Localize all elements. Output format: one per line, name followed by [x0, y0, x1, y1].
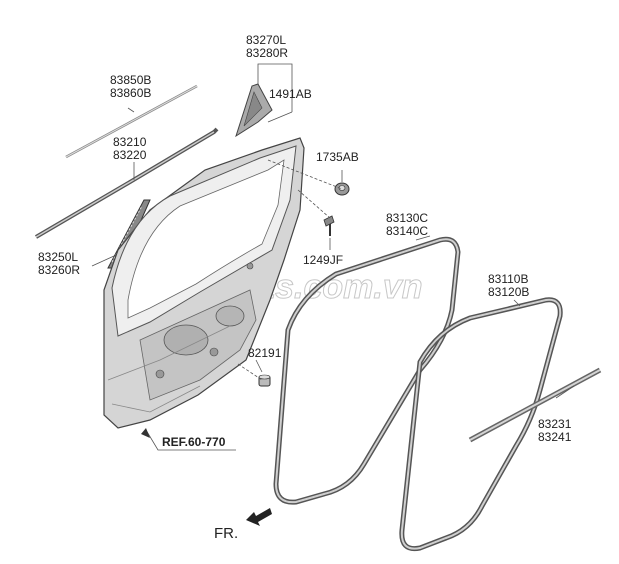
opening-weatherstrip: [399, 297, 563, 552]
label-83250l: 83250L: [38, 250, 78, 264]
rear-door-panel: [103, 137, 305, 429]
label-83270l: 83270L: [246, 33, 286, 47]
label-83280r: 83280R: [246, 46, 288, 60]
label-1735ab: 1735AB: [316, 150, 359, 164]
label-83220: 83220: [113, 148, 147, 162]
label-83130c: 83130C: [386, 211, 428, 225]
ref-arrowhead: [141, 428, 150, 438]
label-front: FR.: [214, 525, 238, 542]
label-ref: REF.60-770: [162, 435, 226, 449]
label-1491ab: 1491AB: [269, 87, 312, 101]
grommet-1735ab: [334, 182, 350, 196]
label-83231: 83231: [538, 417, 572, 431]
label-83860b: 83860B: [110, 86, 151, 100]
screw-1249jf: [323, 215, 335, 236]
leader-dash: [297, 189, 331, 219]
front-arrow-icon: [246, 508, 272, 526]
plug-82191: [258, 374, 271, 387]
leader-dash: [267, 159, 343, 190]
label-83850b: 83850B: [110, 73, 151, 87]
label-83120b: 83120B: [488, 285, 529, 299]
label-83241: 83241: [538, 430, 572, 444]
leader-dash: [237, 363, 263, 381]
label-1249jf: 1249JF: [303, 253, 343, 267]
label-83140c: 83140C: [386, 224, 428, 238]
label-82191: 82191: [248, 346, 282, 360]
label-83110b: 83110B: [488, 272, 528, 286]
frame-garnish: [235, 83, 273, 138]
door-weatherstrip: [273, 236, 461, 505]
label-83210: 83210: [113, 135, 147, 149]
outer-belt-molding: [65, 84, 198, 159]
sill-weatherstrip: [468, 367, 602, 443]
door-belt-weatherstrip: [34, 127, 219, 239]
label-83260r: 83260R: [38, 263, 80, 277]
leader-lines: [91, 63, 575, 451]
